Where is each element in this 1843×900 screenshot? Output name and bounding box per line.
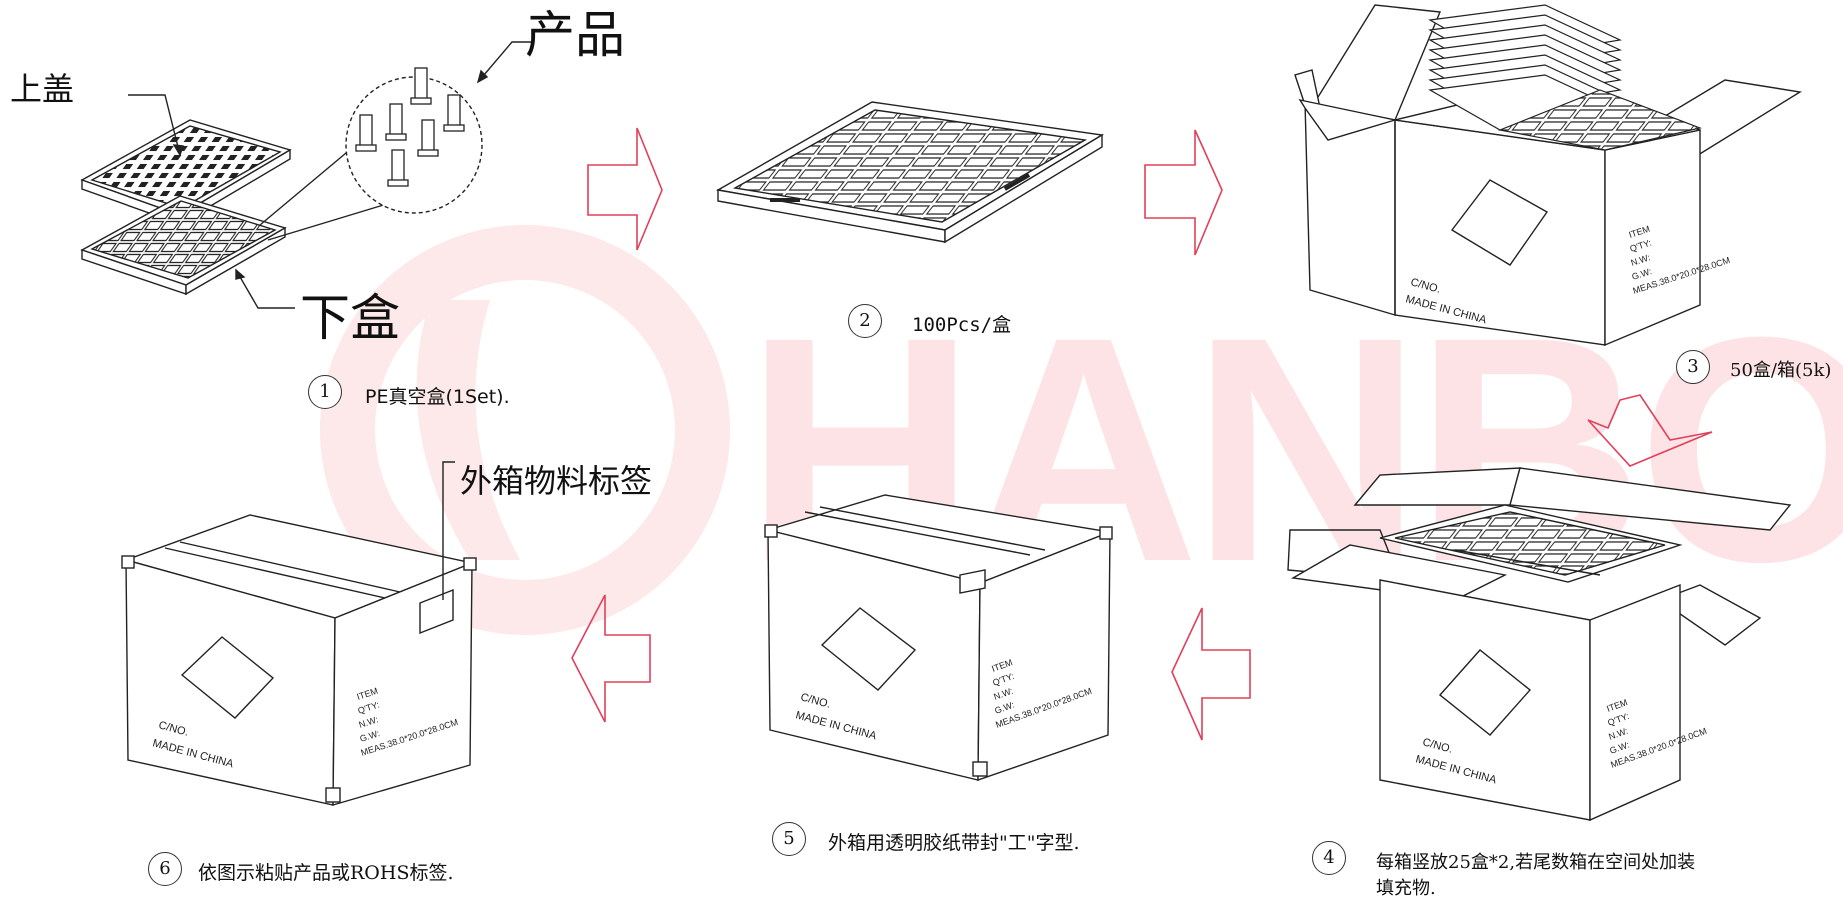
lid-label: 上盖 [10,70,74,108]
arrow-left-4 [1171,607,1251,741]
arrow-right-1 [587,127,663,251]
open-carton-trays-illustration: C/NO. MADE IN CHINA ITEM Q'TY: N.W: G.W:… [1294,4,1802,347]
step-6-text: 依图示粘贴产品或ROHS标签. [198,862,454,884]
arrow-right-2 [1144,129,1223,256]
step-2-number: 2 [848,304,882,338]
step-4-text-line2: 填充物. [1376,878,1436,899]
labeled-carton-illustration: C/NO. MADE IN CHINA ITEM Q'TY: N.W: G.W:… [121,461,477,806]
step-3-text: 50盒/箱(5k) [1730,360,1832,381]
step-2-text: 100Pcs/盒 [912,314,1012,336]
arrow-left-5 [571,594,651,723]
step-1-text: PE真空盒(1Set). [365,386,510,408]
step-4-number: 4 [1312,841,1346,875]
bottom-box-label: 下盒 [300,289,400,347]
sealed-carton-illustration: C/NO. MADE IN CHINA ITEM Q'TY: N.W: G.W:… [764,494,1113,781]
step-4-text: 每箱竖放25盒*2,若尾数箱在空间处加装 [1376,852,1696,873]
vacuum-box-illustration [80,41,533,309]
step-6-number: 6 [148,852,182,886]
arrow-down-3 [1587,394,1713,467]
step-5-number: 5 [772,822,806,856]
step-1-number: 1 [308,375,342,409]
open-carton-upright-illustration: C/NO. MADE IN CHINA ITEM Q'TY: N.W: G.W:… [1287,467,1792,822]
product-label: 产品 [525,6,625,64]
single-tray-illustration [715,101,1105,244]
step-3-number: 3 [1676,350,1710,384]
step-5-text: 外箱用透明胶纸带封"工"字型. [828,832,1080,854]
outer-label-text: 外箱物料标签 [460,462,652,500]
